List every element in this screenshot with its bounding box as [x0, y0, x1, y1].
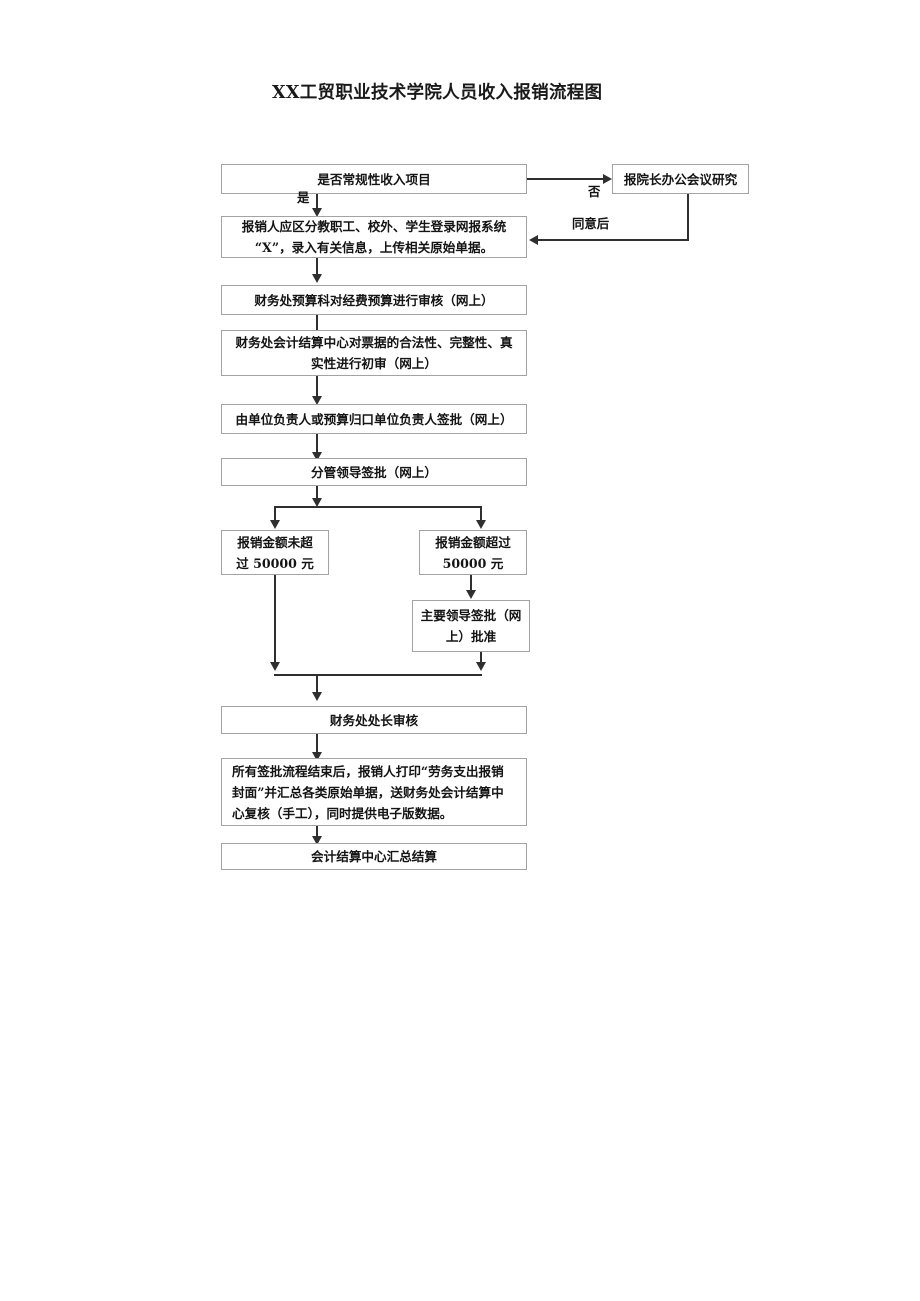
split-center-vline — [316, 486, 318, 505]
split-right-vline — [480, 506, 482, 524]
node-label: 分管领导签批（网上） — [311, 464, 437, 480]
split-right-arrowhead — [476, 520, 486, 529]
split-left-arrowhead — [270, 520, 280, 529]
edge-yes-arrowhead — [312, 208, 322, 217]
node-label: 财务处处长审核 — [329, 712, 419, 728]
node-president-office-meeting[interactable]: 报院长办公会议研究 — [612, 164, 749, 194]
node-settlement-center-final[interactable]: 会计结算中心汇总结算 — [221, 843, 527, 870]
node-label: 是否常规性收入项目 — [317, 171, 431, 187]
page-title: XX工贸职业技术学院人员收入报销流程图 — [272, 83, 603, 103]
edge-6-7-arrowhead — [312, 452, 322, 461]
edge-agree-hline — [538, 239, 689, 241]
edge-9-10-arrowhead — [466, 590, 476, 599]
node-label: 会计结算中心汇总结算 — [311, 849, 437, 864]
node-unit-head-approval[interactable]: 由单位负责人或预算归口单位负责人签批（网上） — [221, 404, 527, 434]
edge-5-6-vline — [316, 376, 318, 398]
edge-11-12-vline — [316, 734, 318, 754]
edge-no-line — [527, 178, 603, 180]
node-label: 报销金额未超过 50000 元 — [236, 534, 314, 571]
merge-left-vline — [274, 575, 276, 665]
node-label: 财务处会计结算中心对票据的合法性、完整性、真实性进行初审（网上） — [235, 335, 513, 371]
node-print-cover-and-submit[interactable]: 所有签批流程结束后，报销人打印“劳务支出报销封面”并汇总各类原始单据，送财务处会… — [221, 758, 527, 826]
edge-no-arrowhead — [603, 174, 612, 184]
node-label: 所有签批流程结束后，报销人打印“劳务支出报销封面”并汇总各类原始单据，送财务处会… — [232, 763, 504, 821]
split-left-vline — [274, 506, 276, 524]
edge-4-5-vline — [316, 315, 318, 332]
node-label: 报院长办公会议研究 — [623, 171, 738, 187]
merge-center-vline — [316, 674, 318, 696]
node-label: 财务处预算科对经费预算进行审核（网上） — [254, 292, 494, 308]
node-is-regular-income[interactable]: 是否常规性收入项目 — [221, 164, 527, 194]
edge-9-10-vline — [470, 575, 472, 593]
node-main-leader-approval[interactable]: 主要领导签批（网上）批准 — [412, 600, 530, 652]
merge-right-vline — [480, 652, 482, 665]
node-settlement-center-first-review[interactable]: 财务处会计结算中心对票据的合法性、完整性、真实性进行初审（网上） — [221, 330, 527, 376]
node-label: 由单位负责人或预算归口单位负责人签批（网上） — [235, 411, 513, 427]
merge-left-arrowhead — [270, 662, 280, 671]
edge-6-7-vline — [316, 434, 318, 454]
node-amount-not-exceed-50000[interactable]: 报销金额未超过 50000 元 — [221, 530, 329, 575]
merge-horizontal-bar — [274, 674, 482, 676]
merge-right-arrowhead — [476, 662, 486, 671]
node-deputy-leader-approval[interactable]: 分管领导签批（网上） — [221, 458, 527, 486]
edge-agree-vline — [687, 194, 689, 241]
edge-5-6-arrowhead — [312, 396, 322, 405]
edge-label-no: 否 — [588, 184, 601, 199]
edge-label-yes: 是 — [297, 190, 310, 205]
node-applicant-login-system[interactable]: 报销人应区分教职工、校外、学生登录网报系统“X”，录入有关信息，上传相关原始单据… — [221, 216, 527, 258]
edge-11-12-arrowhead — [312, 752, 322, 761]
node-finance-director-review[interactable]: 财务处处长审核 — [221, 706, 527, 734]
edge-yes-vline — [316, 194, 318, 211]
node-label: 主要领导签批（网上）批准 — [420, 608, 522, 644]
edge-3-4-vline — [316, 258, 318, 276]
merge-center-arrowhead — [312, 692, 322, 701]
split-horizontal-bar — [274, 506, 482, 508]
edge-agree-arrowhead — [529, 235, 538, 245]
node-budget-section-review[interactable]: 财务处预算科对经费预算进行审核（网上） — [221, 285, 527, 315]
edge-3-4-arrowhead — [312, 274, 322, 283]
edge-label-agree: 同意后 — [572, 216, 610, 231]
edge-12-13-vline — [316, 826, 318, 841]
node-label: 报销人应区分教职工、校外、学生登录网报系统“X”，录入有关信息，上传相关原始单据… — [241, 219, 507, 255]
split-center-arrowhead — [312, 498, 322, 507]
edge-12-13-arrowhead — [312, 836, 322, 845]
